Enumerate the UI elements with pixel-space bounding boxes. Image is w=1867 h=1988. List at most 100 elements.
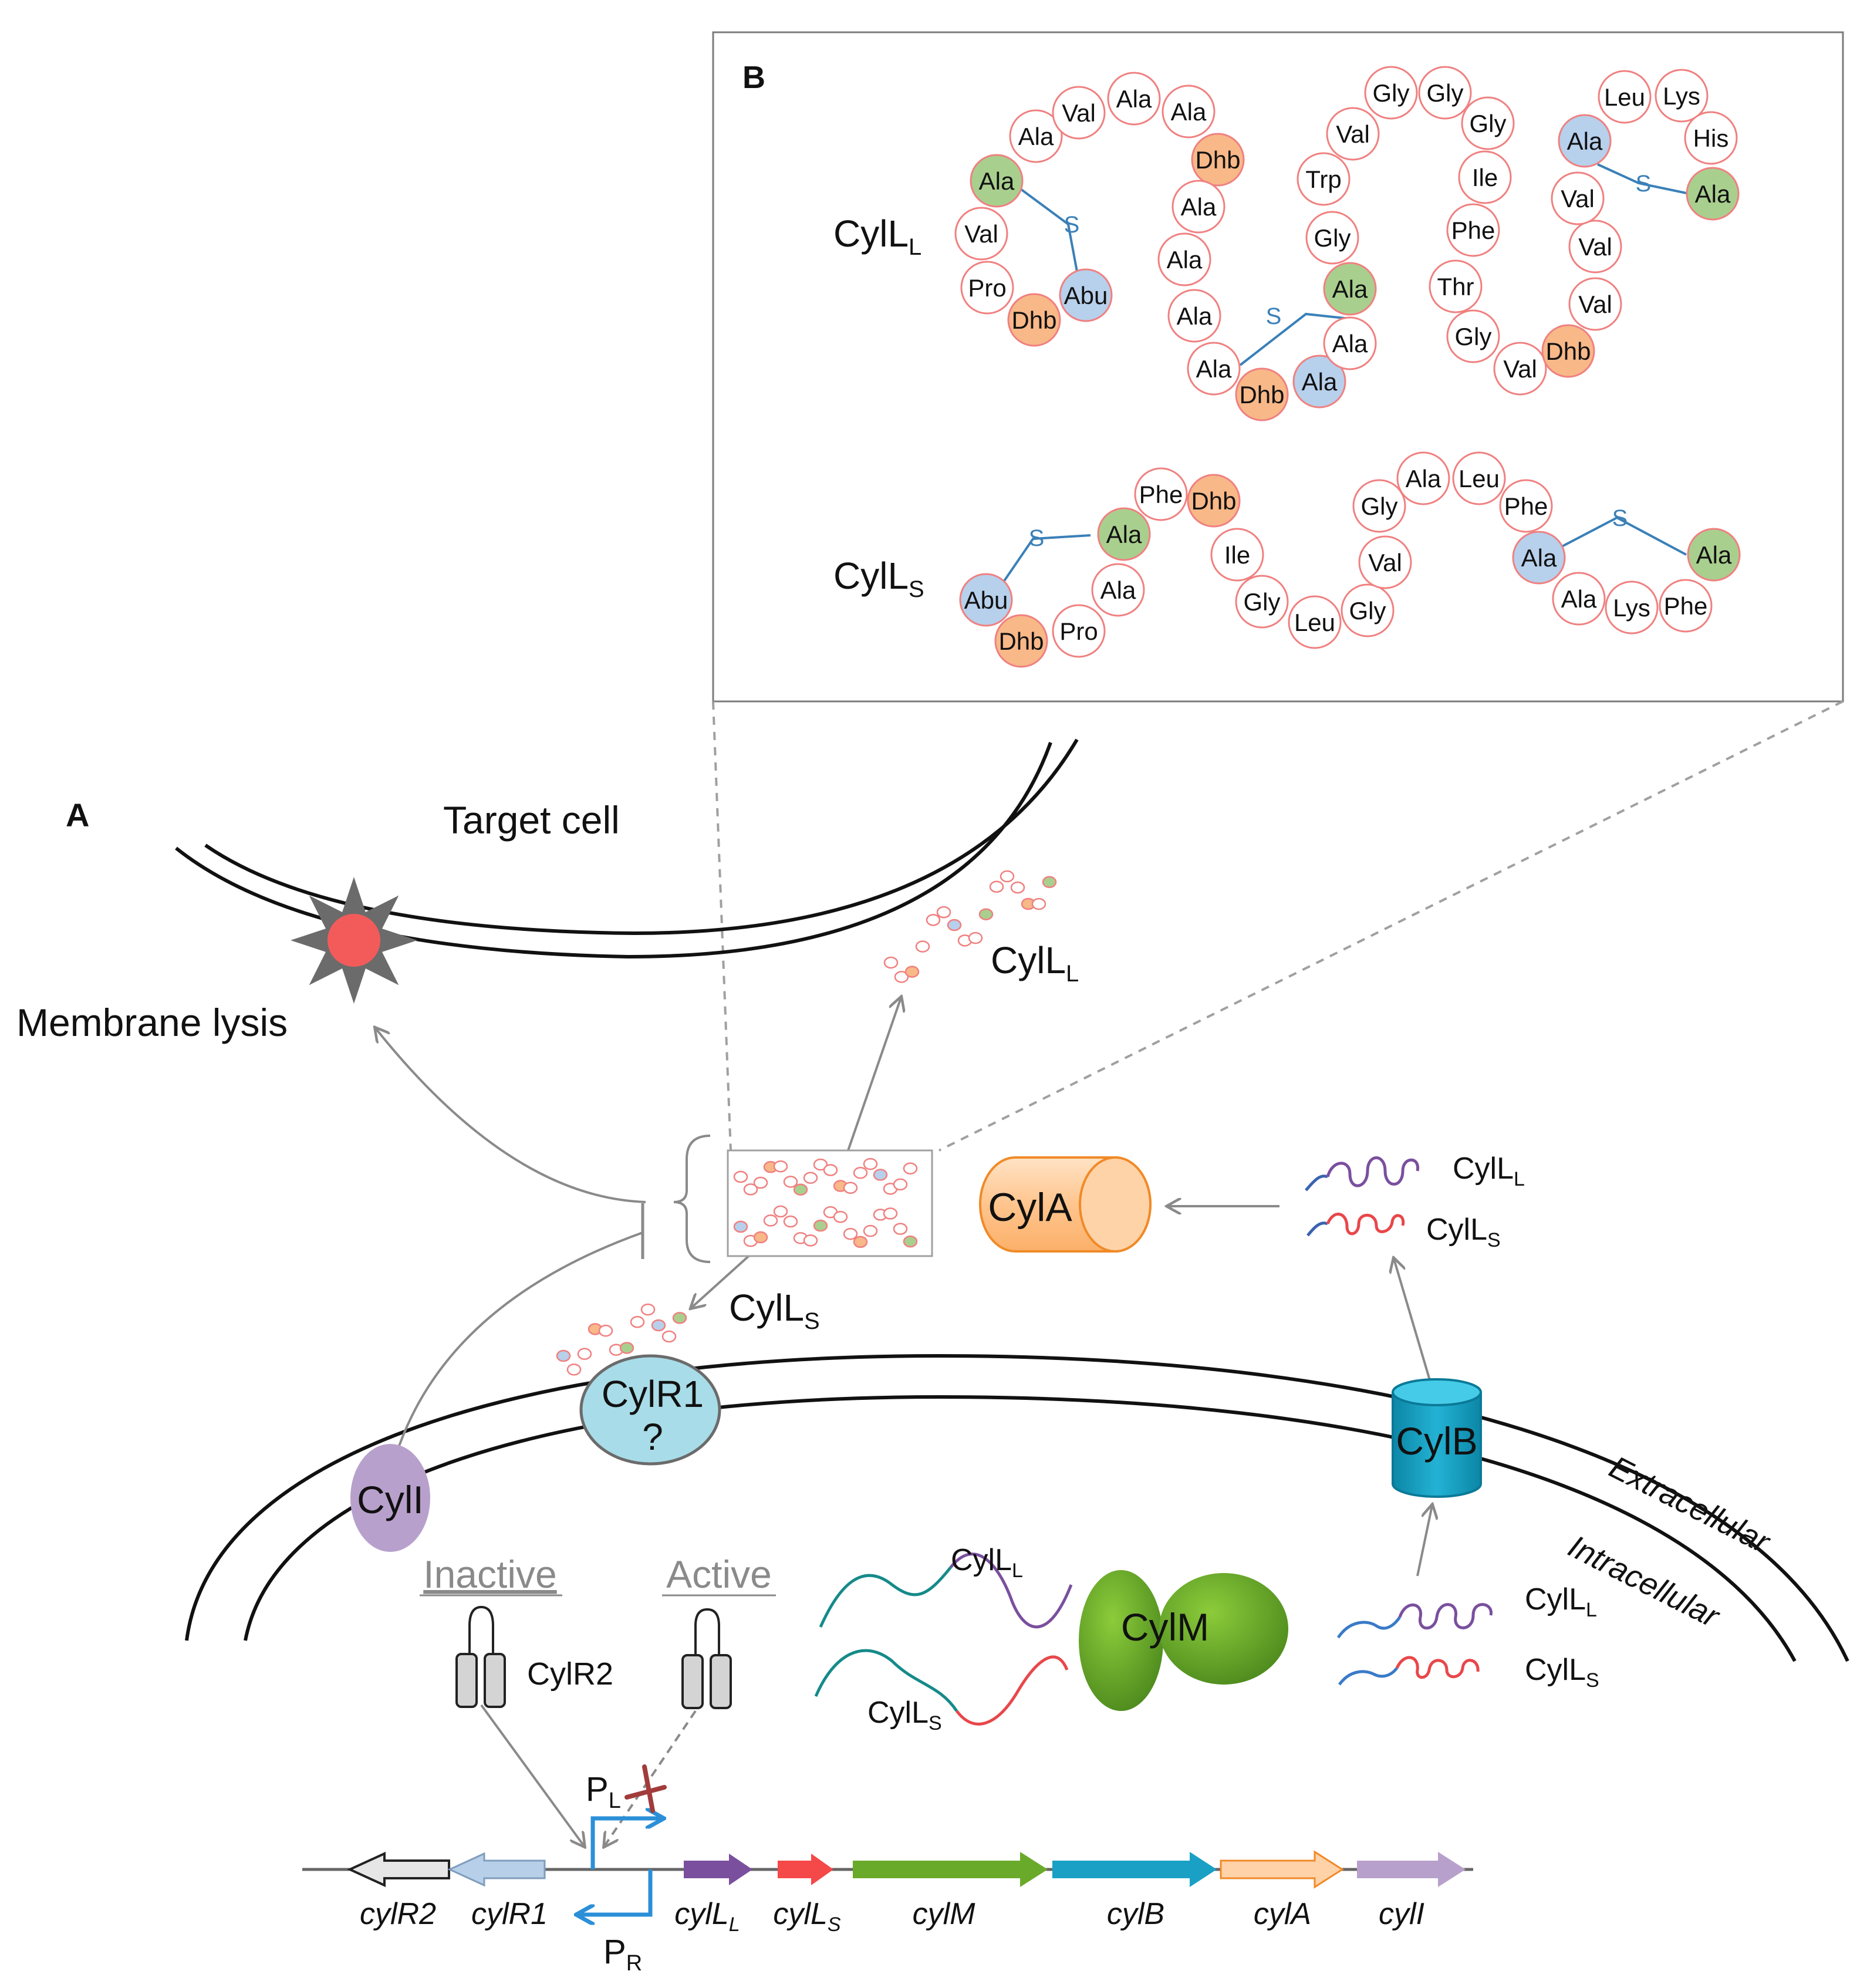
gene-arrow-cylr1 bbox=[447, 1852, 546, 1887]
mini-residue bbox=[556, 1349, 571, 1362]
mini-residue bbox=[843, 1227, 858, 1240]
cyli-label: CylI bbox=[357, 1478, 424, 1521]
residue: Ala bbox=[1552, 572, 1606, 626]
released-cyll-l-peptide bbox=[883, 870, 1057, 983]
residue: Dhb bbox=[1191, 133, 1245, 187]
mini-residue bbox=[651, 1319, 666, 1332]
residue: Val bbox=[1551, 171, 1605, 225]
residue-label: Abu bbox=[1064, 282, 1108, 309]
mini-residue bbox=[803, 1234, 818, 1247]
residue: Gly bbox=[1364, 66, 1418, 120]
residue: Leu bbox=[1598, 70, 1652, 124]
residue-label: Gly bbox=[1349, 597, 1386, 625]
panel-b-label: B bbox=[742, 60, 765, 95]
residue-label: Leu bbox=[1459, 465, 1500, 492]
residue-label: Leu bbox=[1294, 609, 1335, 636]
sulfur-label: S bbox=[1064, 212, 1080, 238]
mini-residue bbox=[978, 908, 994, 920]
residue: His bbox=[1684, 111, 1738, 165]
residue: Abu bbox=[1059, 268, 1113, 322]
residue: Ala bbox=[1171, 180, 1225, 234]
cylb-label: CylB bbox=[1396, 1419, 1477, 1463]
residue-label: His bbox=[1693, 124, 1729, 152]
residue: Phe bbox=[1499, 479, 1553, 533]
residue-label: Val bbox=[1062, 99, 1096, 127]
mini-residue bbox=[640, 1303, 656, 1316]
residue: Ala bbox=[1292, 355, 1346, 409]
mini-residue bbox=[904, 966, 920, 978]
gene-label: cylA bbox=[1254, 1897, 1311, 1931]
residue: Ala bbox=[1091, 563, 1145, 617]
promoter-pl-label: PL bbox=[586, 1770, 621, 1813]
residue: Ala bbox=[1009, 109, 1063, 163]
cylm-enzyme: CylM bbox=[1079, 1570, 1288, 1711]
extracellular-cyll-l-label: CylLL bbox=[1453, 1152, 1525, 1190]
residue-label: Phe bbox=[1664, 592, 1708, 620]
inactive-label: Inactive bbox=[423, 1552, 556, 1596]
residue-label: Val bbox=[964, 220, 998, 248]
residue: Gly bbox=[1305, 211, 1359, 265]
residue-label: Dhb bbox=[1239, 381, 1284, 409]
export-arrow bbox=[1394, 1259, 1432, 1385]
residue: Ala bbox=[1512, 531, 1566, 585]
promoters bbox=[578, 1818, 662, 1915]
gene-label: cylM bbox=[913, 1897, 976, 1931]
residue: Ala bbox=[1687, 528, 1741, 582]
residue-label: Ala bbox=[1561, 585, 1597, 613]
cylr2-label: CylR2 bbox=[527, 1656, 613, 1692]
residue-label: Thr bbox=[1437, 273, 1474, 301]
residue: Leu bbox=[1452, 451, 1506, 505]
mini-residue bbox=[813, 1158, 828, 1171]
mini-residue bbox=[903, 1235, 918, 1248]
gene-arrows bbox=[347, 1850, 1466, 1889]
mini-residue bbox=[598, 1324, 613, 1337]
mini-residue bbox=[813, 1219, 828, 1232]
residue: Ala bbox=[970, 154, 1024, 208]
bracket bbox=[673, 1135, 711, 1263]
residue: Ala bbox=[1167, 289, 1221, 343]
zoom-guide-lines bbox=[712, 700, 1844, 1152]
sulfur-label: S bbox=[1612, 505, 1628, 531]
cylr1-protein: CylR1 ? bbox=[579, 1354, 721, 1466]
mini-residue bbox=[926, 914, 941, 926]
residue-label: Ile bbox=[1472, 164, 1498, 191]
thioether-bridges bbox=[995, 163, 1690, 594]
gene-label: cylLS bbox=[773, 1897, 840, 1936]
extracellular-cyll-s-label: CylLS bbox=[1426, 1213, 1501, 1251]
residue-label: Lys bbox=[1613, 594, 1650, 622]
gene-arrow-cyli bbox=[1357, 1852, 1466, 1887]
residue-label: Gly bbox=[1244, 588, 1281, 616]
precursor-cyll-l-label: CylLL bbox=[951, 1543, 1023, 1582]
residue: Phe bbox=[1659, 579, 1713, 633]
mini-residue bbox=[773, 1205, 788, 1218]
residue: Ala bbox=[1396, 451, 1450, 505]
residue-label: Val bbox=[1336, 120, 1370, 148]
promoter-pr-label: PR bbox=[603, 1933, 642, 1976]
mini-residue bbox=[763, 1214, 778, 1227]
residue-label: Ala bbox=[1696, 541, 1732, 569]
residue: Ala bbox=[1162, 85, 1216, 139]
residue-label: Trp bbox=[1305, 166, 1341, 193]
mini-residue bbox=[936, 906, 951, 919]
residue-label: Val bbox=[1368, 549, 1402, 576]
cylr2-repression-arrow bbox=[480, 1704, 584, 1846]
cylr2-active-arrow bbox=[605, 1710, 697, 1846]
residue-label: Pro bbox=[1059, 617, 1098, 645]
residue: Abu bbox=[959, 573, 1013, 627]
residue: Gly bbox=[1341, 583, 1395, 637]
residue-label: Gly bbox=[1314, 224, 1351, 252]
residue-label: Ala bbox=[1181, 193, 1217, 221]
mini-residue bbox=[672, 1312, 687, 1324]
cylr2-inactive-dimer bbox=[455, 1605, 506, 1708]
residue: Ala bbox=[1157, 232, 1211, 286]
residue-label: Gly bbox=[1470, 110, 1507, 137]
residue: Gly bbox=[1446, 309, 1500, 363]
intracellular-peptides bbox=[1336, 1603, 1493, 1686]
lysis-pore-icon bbox=[291, 877, 417, 1004]
residue-label: Phe bbox=[1451, 217, 1495, 244]
residue-label: Dhb bbox=[1195, 146, 1240, 174]
sulfur-label: S bbox=[1266, 303, 1282, 329]
released-cyll-l-label: CylLL bbox=[991, 939, 1079, 987]
